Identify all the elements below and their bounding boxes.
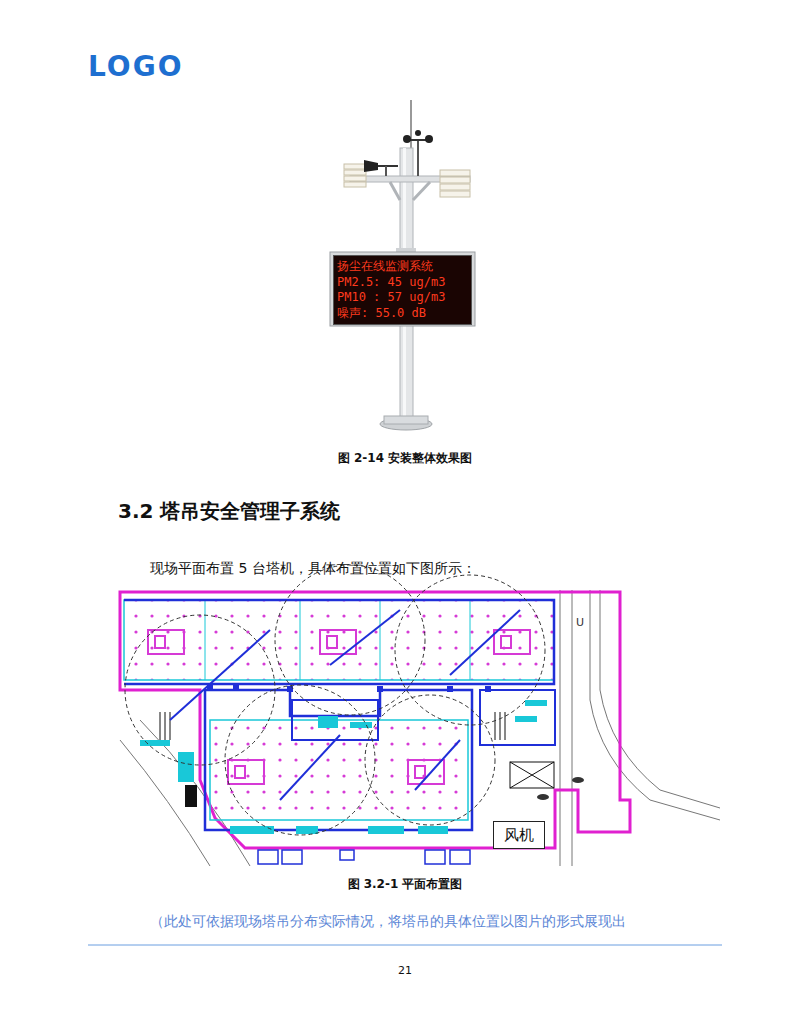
body-paragraph: 现场平面布置 5 台塔机，具体布置位置如下图所示： bbox=[150, 560, 476, 578]
fan-room-box: 风机 bbox=[493, 821, 545, 849]
page-number: 21 bbox=[398, 964, 412, 977]
figure-caption: 图 2-14 安装整体效果图 bbox=[338, 450, 472, 467]
plan-mark: U bbox=[576, 616, 584, 630]
template-note: （此处可依据现场塔吊分布实际情况，将塔吊的具体位置以图片的形式展现出 bbox=[150, 913, 626, 931]
fan-room-box-text: 风机 bbox=[498, 826, 540, 844]
site-plan-drawing bbox=[0, 0, 800, 880]
led-display-screen-text: 噪声: 55.0 dB bbox=[337, 306, 468, 322]
led-display-screen-text: PM2.5: 45 ug/m3 bbox=[337, 275, 468, 291]
section-heading: 3.2 塔吊安全管理子系统 bbox=[118, 498, 340, 525]
led-display-screen-text: PM10 : 57 ug/m3 bbox=[337, 290, 468, 306]
led-display-screen-text: 扬尘在线监测系统 bbox=[337, 259, 468, 275]
figure-caption: 图 3.2-1 平面布置图 bbox=[348, 876, 463, 893]
logo-text: LOGO bbox=[88, 50, 183, 83]
led-display-screen: 扬尘在线监测系统PM2.5: 45 ug/m3PM10 : 57 ug/m3噪声… bbox=[333, 255, 472, 325]
